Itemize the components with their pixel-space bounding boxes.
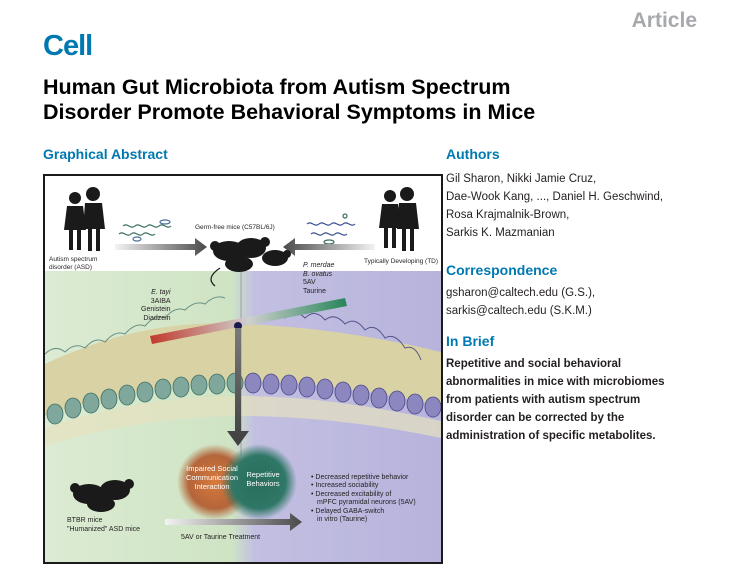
asd-taxon-2: 3AIBA bbox=[150, 297, 171, 305]
repetitive-behavior-label: Repetitive Behaviors bbox=[246, 470, 280, 488]
td-taxon-4: Taurine bbox=[303, 287, 326, 295]
asd-donor-label: Autism spectrum disorder (ASD) bbox=[49, 256, 98, 271]
graphical-abstract-figure: Autism spectrum disorder (ASD) Typically… bbox=[43, 174, 443, 564]
social-deficit-label: Impaired Social Communication Interactio… bbox=[185, 464, 239, 491]
asd-transfer-arrow bbox=[115, 238, 207, 256]
asd-taxon-1: E. tayi bbox=[151, 289, 171, 296]
authors-line-1: Gil Sharon, Nikki Jamie Cruz, bbox=[446, 173, 597, 185]
in-brief-heading: In Brief bbox=[446, 333, 495, 349]
metabolite-gradient-bar bbox=[150, 298, 347, 344]
td-taxa-list: P. merdae B. ovatus 5AV Taurine bbox=[303, 262, 334, 296]
td-donor-silhouettes bbox=[379, 187, 419, 251]
paper-title: Human Gut Microbiota from Autism Spectru… bbox=[43, 75, 683, 125]
in-brief-line-4: disorder can be corrected by the bbox=[446, 412, 625, 424]
btbr-label-2: "Humanized" ASD mice bbox=[67, 526, 141, 533]
journal-logo: Cell bbox=[43, 30, 93, 62]
article-type-label: Article bbox=[631, 9, 697, 32]
asd-taxon-4: Diadzein bbox=[143, 314, 171, 322]
in-brief-summary: Repetitive and social behavioral abnorma… bbox=[446, 355, 701, 445]
in-brief-line-2: abnormalities in mice with microbiomes bbox=[446, 376, 665, 388]
gut-lining bbox=[45, 323, 441, 416]
outcome-item: • Increased sociability bbox=[311, 482, 379, 490]
td-donor-label: Typically Developing (TD) bbox=[363, 258, 439, 265]
authors-line-3: Rosa Krajmalnik-Brown, bbox=[446, 209, 570, 221]
title-line-2: Disorder Promote Behavioral Symptoms in … bbox=[43, 100, 536, 124]
graphical-abstract-illustration bbox=[45, 176, 441, 562]
repetitive-behavior-circle bbox=[221, 444, 297, 520]
treatment-label: 5AV or Taurine Treatment bbox=[181, 534, 261, 541]
outcome-item: in vitro (Taurine) bbox=[317, 516, 368, 524]
authors-list: Gil Sharon, Nikki Jamie Cruz, Dae-Wook K… bbox=[446, 170, 726, 242]
email-link-2[interactable]: sarkis@caltech.edu (S.K.M.) bbox=[446, 305, 592, 317]
in-brief-line-5: administration of specific metabolites. bbox=[446, 430, 656, 442]
asd-microbiota bbox=[118, 219, 172, 242]
outcome-item: mPFC pyramidal neurons (5AV) bbox=[317, 499, 416, 507]
germ-free-mice-label: Germ-free mice (C57BL/6J) bbox=[195, 224, 275, 231]
treatment-arrow bbox=[165, 513, 302, 531]
correspondence-heading: Correspondence bbox=[446, 262, 558, 278]
email-link-1[interactable]: gsharon@caltech.edu (G.S.), bbox=[446, 287, 596, 299]
treatment-outcomes-list: • Decreased repetitive behavior • Increa… bbox=[311, 474, 416, 524]
asd-donor-silhouettes bbox=[64, 187, 105, 251]
graphical-abstract-heading: Graphical Abstract bbox=[43, 146, 168, 162]
authors-line-2: Dae-Wook Kang, ..., Daniel H. Geschwind, bbox=[446, 191, 664, 203]
germ-free-mice-icon bbox=[210, 237, 291, 272]
btbr-mice-icon bbox=[70, 479, 134, 512]
authors-heading: Authors bbox=[446, 146, 500, 162]
td-microbiota bbox=[306, 213, 356, 245]
td-taxon-1: P. merdae bbox=[303, 262, 335, 269]
outcome-item: • Delayed GABA-switch bbox=[311, 507, 385, 515]
outcome-item: • Decreased repetitive behavior bbox=[311, 474, 409, 481]
correspondence-emails: gsharon@caltech.edu (G.S.), sarkis@calte… bbox=[446, 284, 726, 320]
td-taxon-3: 5AV bbox=[303, 279, 316, 286]
asd-taxa-list: E. tayi 3AIBA Genistein Diadzein bbox=[141, 289, 171, 323]
btbr-label-1: BTBR mice bbox=[67, 517, 103, 524]
epithelial-cells bbox=[46, 372, 441, 425]
authors-line-4: Sarkis K. Mazmanian bbox=[446, 227, 555, 239]
in-brief-line-1: Repetitive and social behavioral bbox=[446, 358, 622, 370]
in-brief-line-3: from patients with autism spectrum bbox=[446, 394, 641, 406]
outcome-item: • Decreased excitability of bbox=[311, 490, 392, 498]
title-line-1: Human Gut Microbiota from Autism Spectru… bbox=[43, 75, 511, 99]
downward-arrow bbox=[227, 328, 249, 446]
td-taxon-2: B. ovatus bbox=[303, 270, 333, 278]
asd-taxon-3: Genistein bbox=[141, 306, 171, 313]
td-transfer-arrow bbox=[283, 238, 375, 256]
